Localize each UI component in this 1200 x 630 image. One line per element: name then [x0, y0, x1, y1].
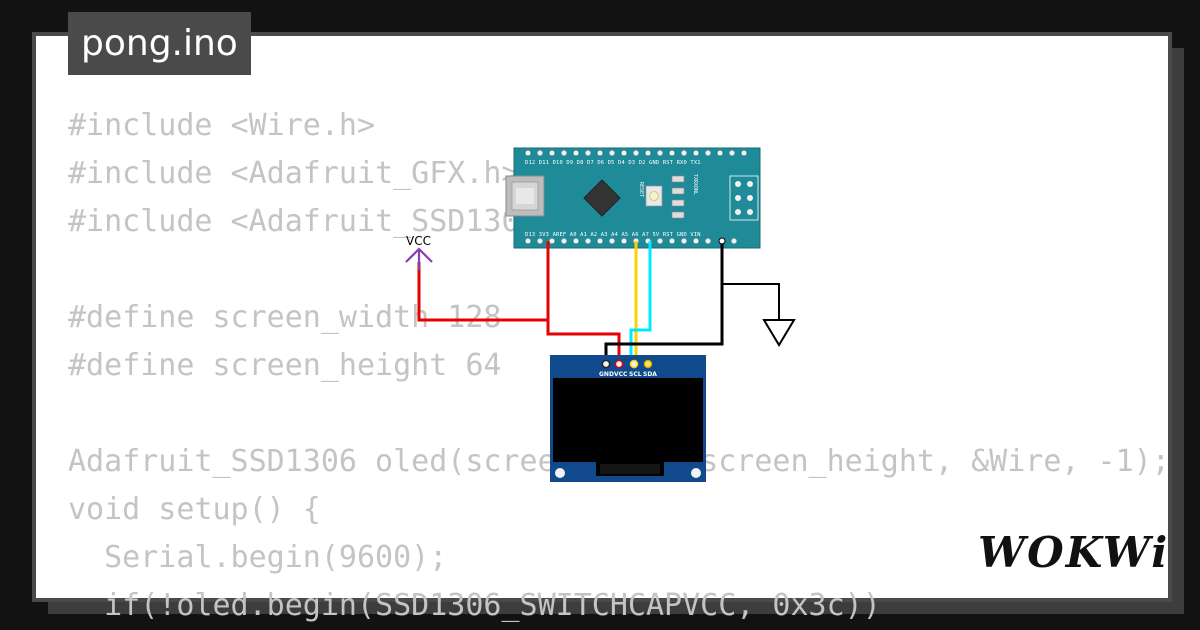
wire-gnd-symbol[interactable] [722, 283, 780, 320]
code-line: void setup() { [68, 492, 321, 527]
wire-gnd-oled[interactable] [604, 241, 724, 364]
code-line: #define screen_width 128 [68, 300, 502, 335]
oled-pin-gnd: GND [599, 371, 614, 378]
code-line: if(!oled.begin(SSD1306_SWITCHCAPVCC, 0x3… [68, 588, 881, 623]
code-line: Serial.begin(9600); [68, 540, 448, 575]
oled-display[interactable]: GND VCC SCL SDA [550, 355, 706, 482]
reset-label: RESET [638, 182, 644, 197]
nano-top-pin-labels: D12 D11 D10 D9 D8 D7 D6 D5 D4 D3 D2 GND … [525, 160, 701, 166]
vcc-label: VCC [406, 234, 431, 248]
arduino-nano[interactable]: D12 D11 D10 D9 D8 D7 D6 D5 D4 D3 D2 GND … [505, 147, 761, 249]
project-card[interactable]: #include <Wire.h> #include <Adafruit_GFX.… [32, 32, 1172, 623]
oled-pin-sda: SDA [643, 371, 657, 378]
nano-bottom-pin-labels: D13 3V3 AREF A0 A1 A2 A3 A4 A5 A6 A7 5V … [525, 232, 701, 238]
oled-pin-vcc: VCC [614, 371, 628, 378]
wire-sda[interactable] [629, 241, 652, 364]
project-title: pong.ino [68, 12, 251, 75]
code-line: #define screen_height 64 [68, 348, 502, 383]
vcc-symbol [405, 247, 433, 270]
code-line: #include <Wire.h> [68, 108, 376, 143]
oled-screen [553, 378, 703, 462]
ground-symbol [762, 319, 796, 347]
led-labels: TXRXONL [692, 174, 698, 195]
wire-vcc[interactable] [417, 241, 621, 364]
wokwi-logo: WOKWi [978, 528, 1170, 577]
code-line: #include <Adafruit_GFX.h> [68, 156, 520, 191]
oled-pin-scl: SCL [629, 371, 642, 378]
